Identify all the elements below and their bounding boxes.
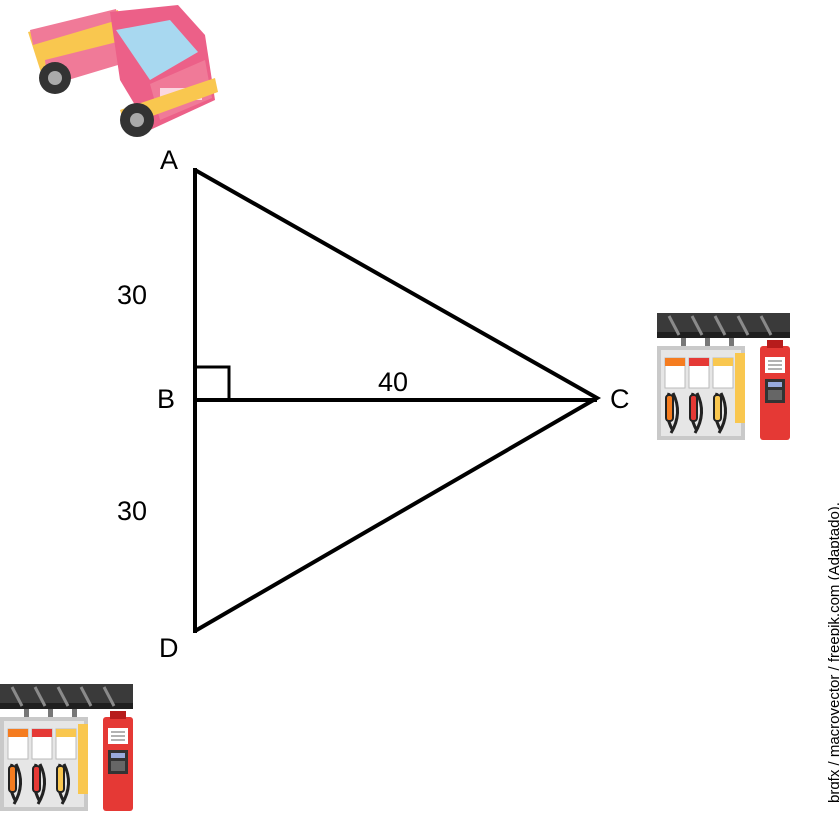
point-a-label: A — [160, 145, 178, 175]
truck-illustration — [28, 5, 218, 137]
measure-ab-label: 30 — [117, 280, 147, 310]
gas-station-c-illustration — [655, 311, 792, 442]
measure-bc-label: 40 — [378, 367, 408, 397]
image-credit-text: brgfx / macrovector / freepik.com (Adapt… — [826, 502, 839, 803]
triangle-figure — [193, 168, 602, 633]
measure-bd-label: 30 — [117, 496, 147, 526]
point-c-label: C — [610, 384, 630, 414]
point-b-label: B — [157, 384, 175, 414]
gas-station-d-illustration — [0, 682, 135, 813]
point-d-label: D — [159, 633, 179, 663]
right-angle-marker — [195, 365, 231, 400]
